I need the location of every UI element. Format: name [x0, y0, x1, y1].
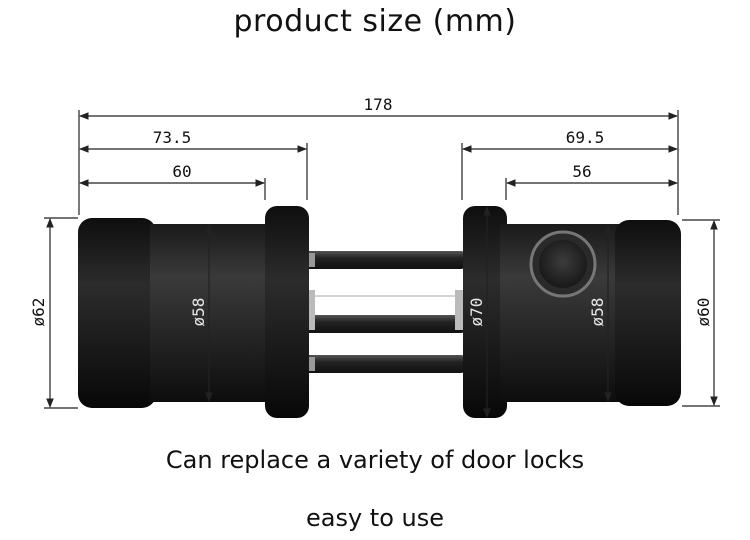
right-cap [615, 220, 681, 406]
caption-easy: easy to use [305, 504, 444, 532]
dim-60-label: 60 [172, 162, 191, 181]
dim-69-5-label: 69.5 [566, 128, 605, 147]
rod-end-right-mid [455, 290, 465, 330]
left-flange [265, 206, 309, 418]
rod-end-left-top [305, 253, 315, 267]
rod-bottom [305, 355, 465, 373]
page-title: product size (mm) [233, 4, 517, 39]
dim-56-label: 56 [572, 162, 591, 181]
rod-end-left-mid [305, 290, 315, 330]
rod-middle [305, 315, 465, 333]
left-cap [78, 218, 156, 408]
left-body [150, 224, 270, 402]
dim-60-right-label: ø60 [694, 298, 713, 327]
dim-58-right-label: ø58 [588, 298, 607, 327]
dim-178-label: 178 [364, 95, 393, 114]
dim-62-label: ø62 [29, 298, 48, 327]
rod-top [305, 251, 465, 269]
dimension-labels: 178 73.5 60 69.5 56 ø62 ø58 ø70 ø58 ø60 [29, 95, 713, 326]
dim-70-label: ø70 [467, 298, 486, 327]
dim-58-left-label: ø58 [189, 298, 208, 327]
caption-replace: Can replace a variety of door locks [165, 446, 585, 474]
dimension-lines [44, 110, 720, 418]
dim-73-5-label: 73.5 [153, 128, 192, 147]
rod-end-left-bot [305, 357, 315, 371]
